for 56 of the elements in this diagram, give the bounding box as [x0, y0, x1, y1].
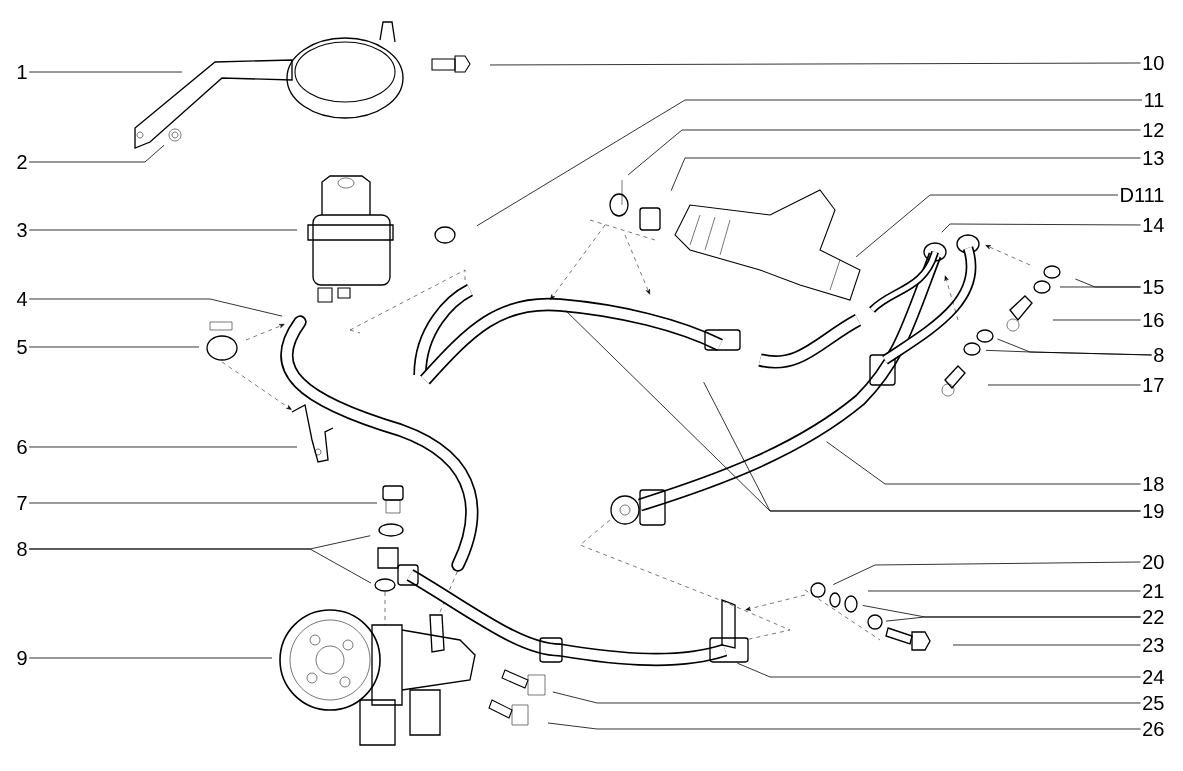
callout-number: 16: [1143, 312, 1164, 328]
callout-number: 18: [1143, 476, 1164, 492]
leader-line: [552, 691, 1141, 704]
callout-number: 3: [17, 222, 27, 238]
leader-line: [941, 223, 1141, 233]
callout-number: 24: [1143, 670, 1164, 684]
leader-line: [985, 349, 1153, 356]
callout-number: 13: [1143, 150, 1164, 166]
callout-number: 19: [1143, 503, 1164, 519]
leader-line: [1052, 319, 1141, 321]
leader-line: [867, 590, 1141, 592]
callout-number: 22: [1143, 610, 1164, 624]
leader-line: [28, 548, 372, 584]
leader-line: [28, 298, 283, 317]
leader-line: [627, 129, 1141, 176]
leader-line: [987, 384, 1141, 386]
callout-number: 7: [17, 496, 27, 510]
callout-number: 23: [1143, 637, 1164, 653]
callout-number: 25: [1143, 695, 1164, 711]
callout-number: 8: [17, 541, 27, 557]
callout-number: 1: [17, 65, 27, 79]
leader-line: [952, 644, 1141, 646]
leader-line: [28, 346, 200, 348]
leader-line: [28, 229, 298, 231]
callout-number: 20: [1143, 554, 1164, 570]
callout-number: 12: [1143, 123, 1164, 137]
leader-line: [28, 446, 298, 448]
callout-number: 4: [16, 292, 27, 306]
leader-line: [476, 99, 1143, 227]
callout-number: 14: [1143, 218, 1164, 232]
callout-number: 21: [1143, 584, 1164, 598]
callout-number: 8: [1154, 347, 1164, 363]
callout-number: 15: [1143, 280, 1164, 294]
callout-number: D111: [1121, 188, 1164, 202]
leader-line: [489, 62, 1141, 66]
leader-line: [28, 502, 378, 504]
leader-line: [736, 662, 1141, 678]
leader-line: [28, 144, 165, 163]
leader-line: [670, 157, 1141, 192]
callout-number: 10: [1143, 55, 1164, 71]
callout-number: 26: [1143, 721, 1164, 737]
callout-number: 9: [17, 650, 27, 666]
leader-line: [703, 381, 1141, 512]
leader-line: [826, 441, 1141, 485]
callout-number: 5: [17, 340, 27, 354]
leader-line: [855, 194, 1119, 258]
callout-number: 11: [1145, 93, 1164, 107]
callout-number: 6: [17, 439, 27, 455]
callout-number: 2: [17, 155, 27, 169]
leader-line: [28, 657, 273, 659]
leader-line: [28, 71, 183, 73]
callout-number: 17: [1143, 378, 1164, 392]
leader-line: [1059, 286, 1141, 288]
leader-line: [832, 561, 1141, 585]
leader-line: [547, 722, 1141, 730]
leader-line: [885, 616, 1141, 622]
